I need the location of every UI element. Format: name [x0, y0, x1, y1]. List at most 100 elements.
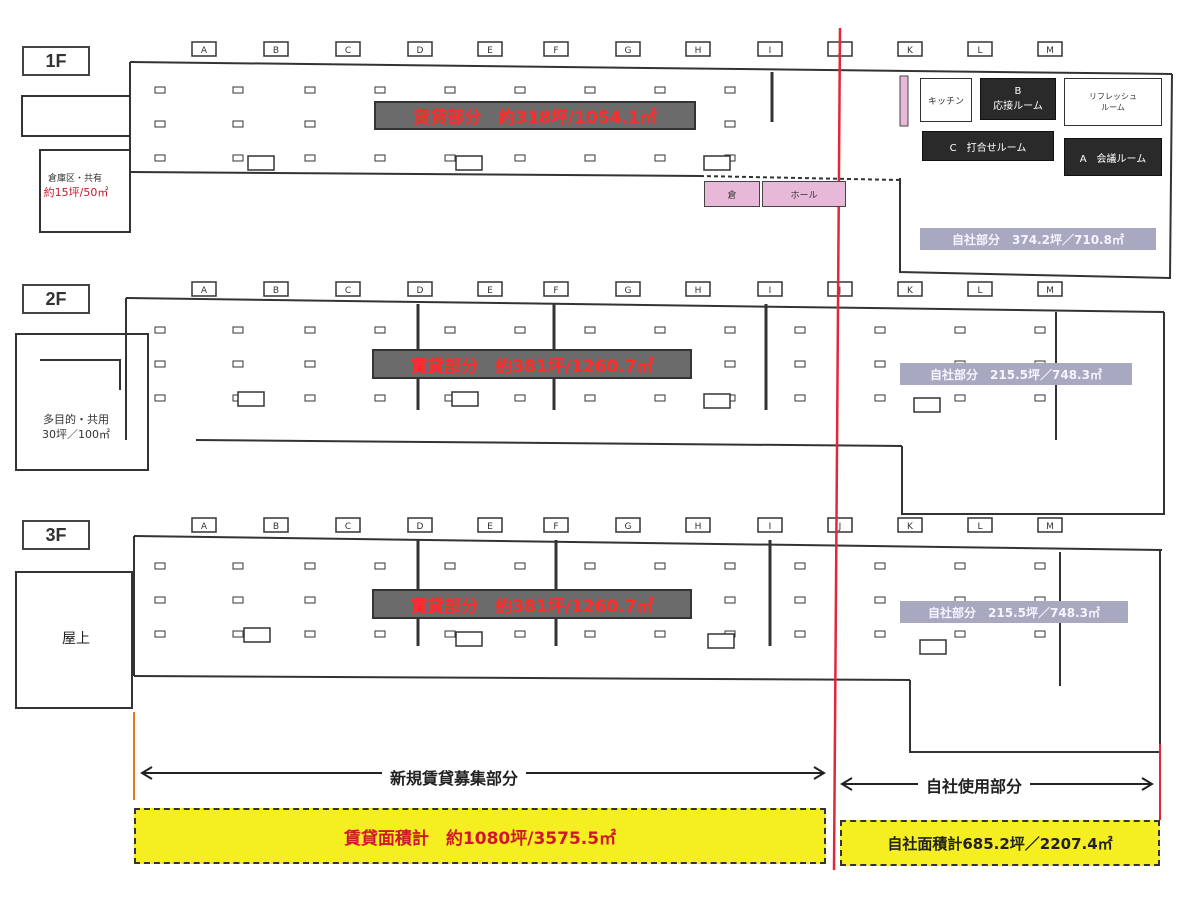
column — [304, 630, 316, 638]
grid-letter: E — [487, 286, 493, 296]
grid-marker — [477, 281, 503, 297]
f1-side-area-label: 約15坪/50㎡ — [43, 186, 109, 199]
grid-marker — [335, 281, 361, 297]
new-rental-span-arrow-head-right — [813, 766, 826, 780]
column — [374, 326, 386, 334]
grid-marker — [897, 281, 923, 297]
grid-letter: M — [1046, 46, 1054, 56]
grid-letter: H — [695, 522, 702, 532]
f1-room-pink-1: 倉 — [704, 181, 760, 207]
grid-marker — [407, 281, 433, 297]
grid-marker — [1037, 517, 1063, 533]
column — [444, 86, 456, 94]
grid-marker — [967, 41, 993, 57]
column — [654, 562, 666, 570]
grid-marker — [615, 517, 641, 533]
grid-letter: D — [417, 286, 424, 296]
grid-letter: G — [625, 522, 632, 532]
f1-bottom-wall — [129, 171, 701, 177]
column — [584, 562, 596, 570]
column — [232, 120, 244, 128]
column — [154, 326, 166, 334]
f1-rental-area-label: 賃貸部分 約318坪/1054.1㎡ — [374, 101, 696, 130]
f1-pink-strip — [899, 75, 909, 127]
column — [514, 326, 526, 334]
grid-marker — [335, 517, 361, 533]
grid-letter: G — [625, 286, 632, 296]
own-total-box: 自社面積計685.2坪／2207.4㎡ — [840, 820, 1160, 866]
grid-marker — [263, 517, 289, 533]
column — [724, 562, 736, 570]
f2-own-outline — [901, 312, 1165, 515]
own-use-span-label: 自社使用部分 — [918, 773, 1031, 797]
column — [874, 394, 886, 402]
f2-annex — [15, 333, 149, 471]
grid-marker — [757, 41, 783, 57]
grid-letter: L — [977, 522, 982, 532]
grid-letter: G — [625, 46, 632, 56]
f2-side-room-label: 多目的・共用 — [43, 413, 109, 426]
f1-room-pink-2: ホール — [762, 181, 846, 207]
equipment-box — [707, 633, 735, 649]
floor-label-2f: 2F — [22, 284, 90, 314]
column — [794, 360, 806, 368]
grid-letter: M — [1046, 522, 1054, 532]
grid-marker — [685, 41, 711, 57]
grid-marker — [827, 517, 853, 533]
column — [514, 630, 526, 638]
grid-marker — [1037, 41, 1063, 57]
column — [584, 394, 596, 402]
column — [304, 326, 316, 334]
equipment-box — [243, 627, 271, 643]
grid-letter: E — [487, 46, 493, 56]
grid-marker — [757, 281, 783, 297]
column — [514, 154, 526, 162]
grid-marker — [827, 281, 853, 297]
grid-marker — [263, 281, 289, 297]
column — [374, 86, 386, 94]
grid-marker — [897, 41, 923, 57]
grid-marker — [685, 517, 711, 533]
column — [374, 154, 386, 162]
f2-top-wall — [125, 297, 1165, 313]
f2-stair — [40, 359, 121, 390]
grid-letter: C — [345, 286, 351, 296]
column — [584, 86, 596, 94]
grid-letter: C — [345, 46, 351, 56]
column — [374, 630, 386, 638]
column — [444, 630, 456, 638]
f1-room-a: A 会議ルーム — [1064, 138, 1162, 176]
f1-corridor — [699, 175, 901, 181]
grid-letter: C — [345, 522, 351, 532]
own-use-span-arrow-head-left — [840, 777, 853, 791]
grid-marker — [967, 517, 993, 533]
column — [304, 394, 316, 402]
grid-letter: K — [907, 46, 914, 56]
column — [304, 596, 316, 604]
f1-room-b: B 応接ルーム — [980, 78, 1056, 120]
f1-annex-top — [21, 95, 131, 137]
column — [794, 562, 806, 570]
grid-marker — [897, 517, 923, 533]
column — [154, 630, 166, 638]
column — [724, 596, 736, 604]
floor-label-3f: 3F — [22, 520, 90, 550]
f1-room-c: C 打合せルーム — [922, 131, 1054, 161]
column — [584, 326, 596, 334]
equipment-box — [455, 155, 483, 171]
grid-marker — [407, 41, 433, 57]
grid-letter: M — [1046, 286, 1054, 296]
column — [954, 326, 966, 334]
column — [232, 562, 244, 570]
column — [154, 360, 166, 368]
column — [1034, 562, 1046, 570]
equipment-box — [247, 155, 275, 171]
equipment-box — [703, 393, 731, 409]
grid-marker — [543, 517, 569, 533]
column — [444, 154, 456, 162]
column — [654, 326, 666, 334]
column — [954, 394, 966, 402]
equipment-box — [919, 639, 947, 655]
grid-letter: J — [838, 286, 842, 296]
f1-own-area-label: 自社部分 374.2坪／710.8㎡ — [920, 228, 1156, 250]
